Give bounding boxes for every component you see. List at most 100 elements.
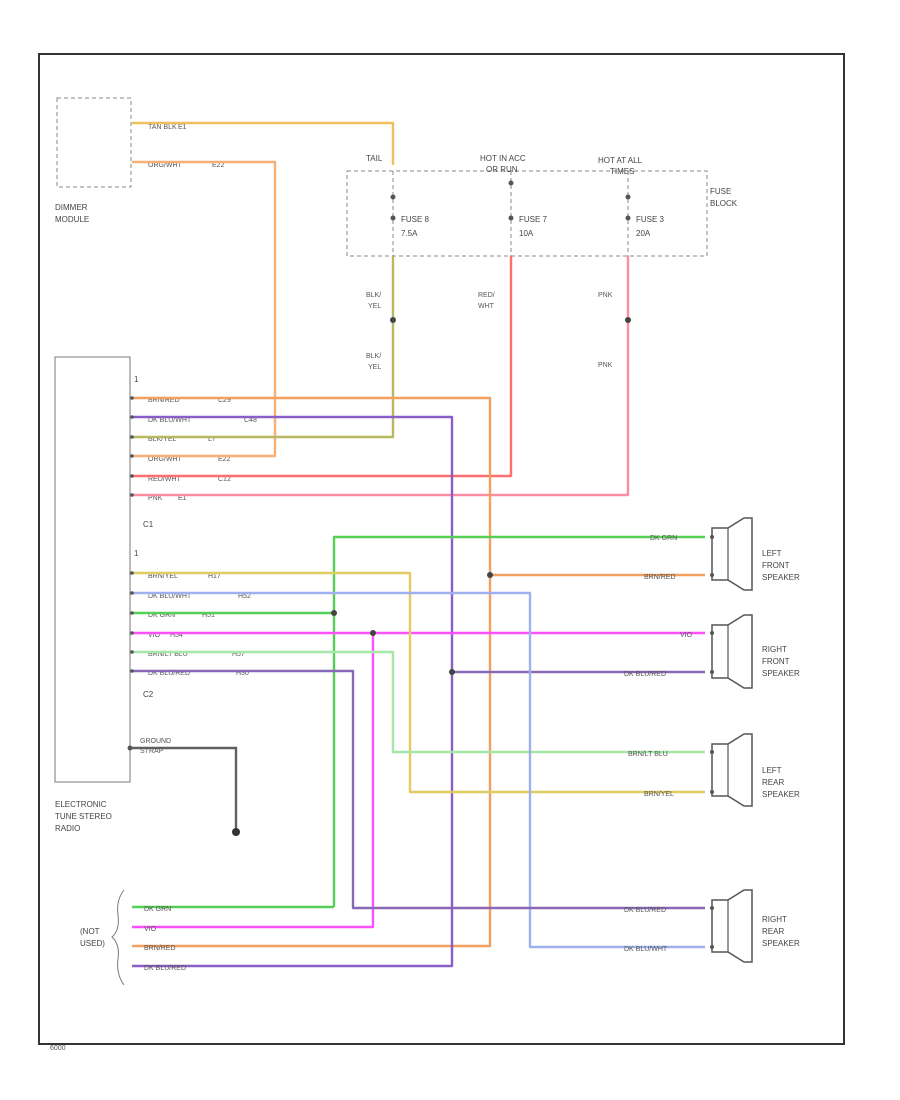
rr-speaker-label-3: SPEAKER bbox=[762, 939, 800, 948]
c1-wire-1-code: C29 bbox=[218, 397, 231, 404]
hot-acc-header-2: OR RUN bbox=[486, 165, 518, 174]
c1-wire-3-code: L7 bbox=[208, 436, 216, 443]
not-used-wire-4: DK BLU/RED bbox=[144, 965, 186, 972]
lr-speaker-label-2: REAR bbox=[762, 778, 784, 787]
radio-unit: ELECTRONIC TUNE STEREO RADIO bbox=[54, 356, 131, 833]
radio-label-1: ELECTRONIC bbox=[55, 800, 107, 809]
c1-wire-labels: BRN/RED C29 DK BLU/WHT C48 BLK/YEL L7 OR… bbox=[148, 397, 257, 502]
fuse-7-name: FUSE 7 bbox=[519, 215, 548, 224]
fuse-7: FUSE 7 10A bbox=[508, 171, 548, 256]
dimmer-wire-tan-blk: TAN BLK bbox=[148, 124, 177, 131]
rr-speaker-label-2: REAR bbox=[762, 927, 784, 936]
fuse-8-rating: 7.5A bbox=[401, 229, 418, 238]
c1-wire-4-name: ORG/WHT bbox=[148, 456, 183, 463]
rf-speaker-label-1: RIGHT bbox=[762, 645, 787, 654]
lr-wire-2: BRN/YEL bbox=[644, 791, 674, 798]
c2-wire-1-name: BRN/YEL bbox=[148, 573, 178, 580]
c2-pin-number: 1 bbox=[134, 549, 139, 558]
wire-vio-not-used bbox=[132, 633, 375, 929]
lf-wire-2: BRN/RED bbox=[644, 574, 676, 581]
c1-wire-2-code: C48 bbox=[244, 417, 257, 424]
wires bbox=[132, 121, 705, 968]
fuse-block: FUSE BLOCK bbox=[346, 170, 738, 257]
c1-wire-4-code: E22 bbox=[218, 456, 231, 463]
c2-wire-3-code: H51 bbox=[202, 612, 215, 619]
rr-wire-2: DK BLU/WHT bbox=[624, 946, 668, 953]
fuse-3: FUSE 3 20A bbox=[625, 171, 665, 256]
c2-wire-5-name: BRN/LT BLU bbox=[148, 651, 188, 658]
diagram-border bbox=[38, 53, 845, 1045]
rf-speaker-label-3: SPEAKER bbox=[762, 669, 800, 678]
c1-wire-6-code: E1 bbox=[178, 495, 187, 502]
dimmer-module: DIMMER MODULE bbox=[55, 97, 132, 224]
radio-label-3: RADIO bbox=[55, 824, 80, 833]
c1-wire-2-name: DK BLU/WHT bbox=[148, 417, 192, 424]
c1-wire-6-name: PNK bbox=[148, 495, 163, 502]
lr-wire-1: BRN/LT BLU bbox=[628, 751, 668, 758]
lf-speaker-label-1: LEFT bbox=[762, 549, 782, 558]
c2-wire-5-code: H57 bbox=[232, 651, 245, 658]
wire-dk-blu-red-c2 bbox=[132, 669, 705, 910]
fuse-8: FUSE 8 7.5A bbox=[390, 171, 430, 256]
pnk-lower: PNK bbox=[598, 362, 613, 369]
speaker-left-rear: LEFT REAR SPEAKER bbox=[710, 733, 800, 807]
fuse-block-label-2: BLOCK bbox=[710, 199, 738, 208]
blk-yel-lower-2: YEL bbox=[368, 364, 381, 371]
wire-blk-yel bbox=[132, 256, 395, 439]
c2-wire-6-code: H30 bbox=[236, 670, 249, 677]
ground-label-2: STRAP bbox=[140, 748, 164, 755]
tail-header: TAIL bbox=[366, 154, 383, 163]
connector-c2: C2 bbox=[143, 690, 154, 699]
footer-code: 6000 bbox=[50, 1045, 66, 1052]
dimmer-wire-org-wht: ORG/WHT bbox=[148, 162, 183, 169]
radio-pins bbox=[130, 396, 134, 673]
rf-wire-2: DK BLU/RED bbox=[624, 671, 666, 678]
fuse-8-name: FUSE 8 bbox=[401, 215, 430, 224]
red-wht-1: RED/ bbox=[478, 292, 495, 299]
c1-wire-5-name: RED/WHT bbox=[148, 476, 181, 483]
wire-dk-blu-wht-c1 bbox=[132, 415, 454, 968]
ground-label-1: GROUND bbox=[140, 738, 171, 745]
hot-all-header-2: TIMES bbox=[610, 167, 634, 176]
fuse-7-rating: 10A bbox=[519, 229, 534, 238]
red-wht-2: WHT bbox=[478, 303, 495, 310]
pnk-upper: PNK bbox=[598, 292, 613, 299]
dimmer-label-2: MODULE bbox=[55, 215, 89, 224]
lf-speaker-label-3: SPEAKER bbox=[762, 573, 800, 582]
not-used-label-1: (NOT bbox=[80, 927, 100, 936]
lr-speaker-label-3: SPEAKER bbox=[762, 790, 800, 799]
blk-yel-upper-1: BLK/ bbox=[366, 292, 381, 299]
not-used-wire-1: DK GRN bbox=[144, 906, 171, 913]
c1-wire-3-name: BLK/YEL bbox=[148, 436, 177, 443]
not-used-wire-2: VIO bbox=[144, 926, 157, 933]
wire-brn-yel bbox=[132, 571, 705, 794]
dimmer-wire-tan-blk-code: E1 bbox=[178, 124, 187, 131]
fuse-3-rating: 20A bbox=[636, 229, 651, 238]
blk-yel-upper-2: YEL bbox=[368, 303, 381, 310]
not-used-label-2: USED) bbox=[80, 939, 105, 948]
rr-wire-1: DK BLU/RED bbox=[624, 907, 666, 914]
c1-pin-number: 1 bbox=[134, 375, 139, 384]
not-used-wire-3: BRN/RED bbox=[144, 945, 176, 952]
wire-dk-blu-wht-c2 bbox=[132, 591, 705, 949]
hot-acc-header-1: HOT IN ACC bbox=[480, 154, 526, 163]
wire-org-wht bbox=[132, 160, 277, 458]
fuse-3-name: FUSE 3 bbox=[636, 215, 665, 224]
c2-wire-3-name: DK GRN bbox=[148, 612, 175, 619]
fuse-block-label-1: FUSE bbox=[710, 187, 731, 196]
c1-wire-1-name: BRN/RED bbox=[148, 397, 180, 404]
speaker-right-front: RIGHT FRONT SPEAKER bbox=[710, 614, 800, 689]
lf-speaker-label-2: FRONT bbox=[762, 561, 790, 570]
c2-wire-2-code: H52 bbox=[238, 593, 251, 600]
rf-wire-1: VIO bbox=[680, 632, 693, 639]
blk-yel-lower-1: BLK/ bbox=[366, 353, 381, 360]
wire-red-wht bbox=[132, 256, 513, 478]
lr-speaker-label-1: LEFT bbox=[762, 766, 782, 775]
c2-wire-2-name: DK BLU/WHT bbox=[148, 593, 192, 600]
hot-all-header-1: HOT AT ALL bbox=[598, 156, 643, 165]
wire-dk-grn-lf bbox=[332, 535, 705, 907]
wire-brn-lt-blu bbox=[132, 650, 705, 754]
not-used-group: (NOT USED) DK GRN VIO BRN/RED DK BLU/RED bbox=[80, 889, 186, 986]
dimmer-wire-org-wht-code: E22 bbox=[212, 162, 225, 169]
